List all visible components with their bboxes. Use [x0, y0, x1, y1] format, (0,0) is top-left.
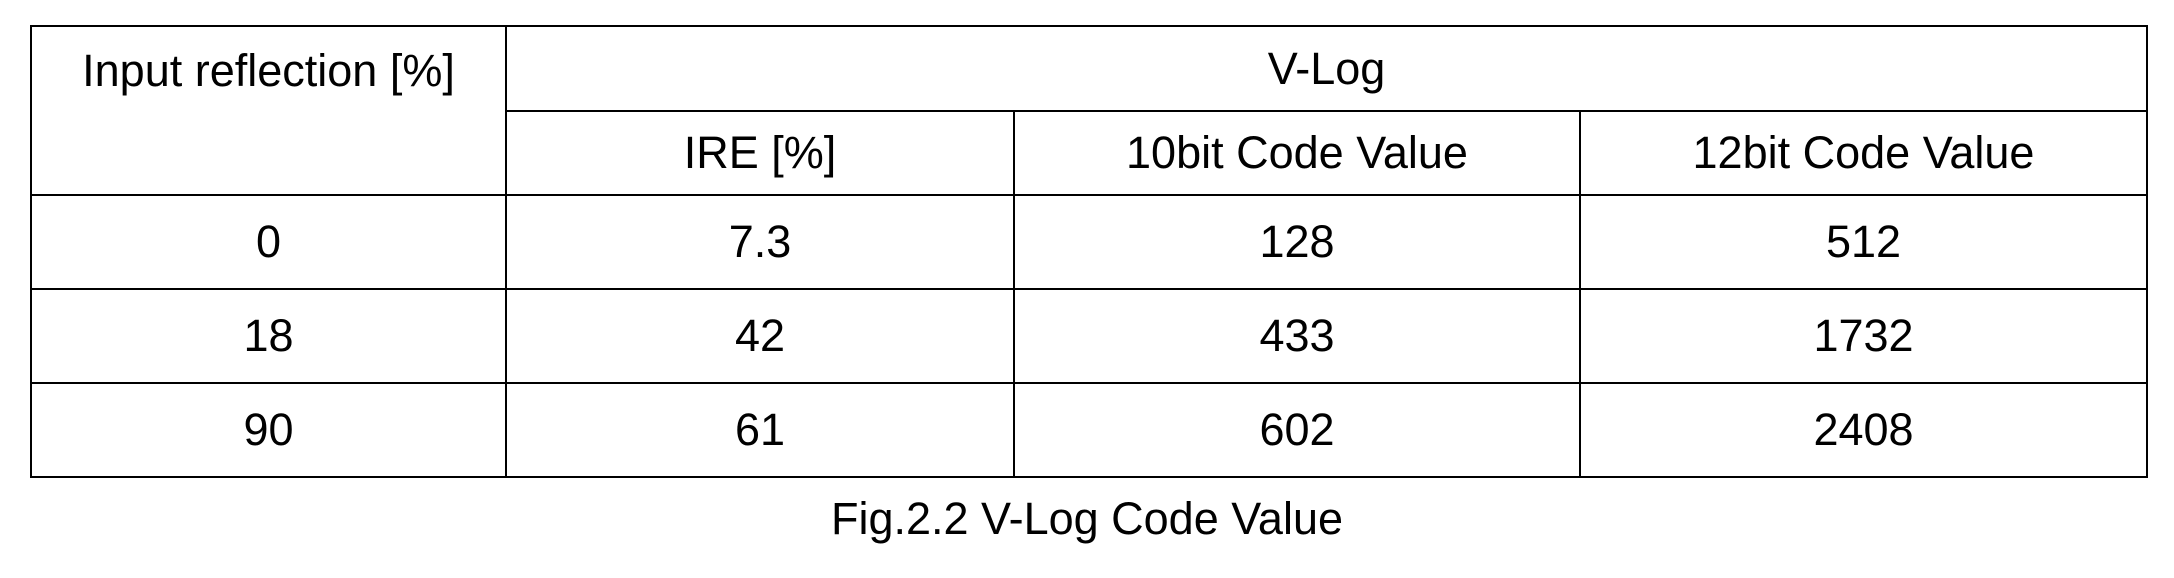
ire-header: IRE [%] [505, 110, 1015, 196]
vlog-table-container: Input reflection [%] V-Log IRE [%] 10bit… [30, 25, 2148, 478]
12bit-cell: 512 [1579, 194, 2148, 290]
vlog-group-header: V-Log [505, 25, 2148, 112]
ire-cell: 7.3 [505, 194, 1015, 290]
12bit-code-value-header: 12bit Code Value [1579, 110, 2148, 196]
table-row: 18 42 433 1732 [30, 288, 2148, 384]
10bit-code-value-header: 10bit Code Value [1013, 110, 1581, 196]
figure-caption: Fig.2.2 V-Log Code Value [830, 493, 1343, 544]
header-row-group: Input reflection [%] V-Log [30, 25, 2148, 196]
header-row-sub: IRE [%] 10bit Code Value 12bit Code Valu… [31, 110, 2148, 196]
ire-cell: 42 [505, 288, 1015, 384]
12bit-cell: 2408 [1579, 382, 2148, 478]
10bit-cell: 433 [1013, 288, 1581, 384]
input-reflection-cell: 18 [30, 288, 507, 384]
table-row: 90 61 602 2408 [30, 382, 2148, 478]
vlog-code-value-table: Input reflection [%] V-Log IRE [%] 10bit… [30, 25, 2148, 478]
10bit-cell: 128 [1013, 194, 1581, 290]
12bit-cell: 1732 [1579, 288, 2148, 384]
table-row: 0 7.3 128 512 [30, 194, 2148, 290]
10bit-cell: 602 [1013, 382, 1581, 478]
ire-cell: 61 [505, 382, 1015, 478]
input-reflection-cell: 90 [30, 382, 507, 478]
input-reflection-header: Input reflection [%] [30, 25, 507, 196]
input-reflection-cell: 0 [30, 194, 507, 290]
